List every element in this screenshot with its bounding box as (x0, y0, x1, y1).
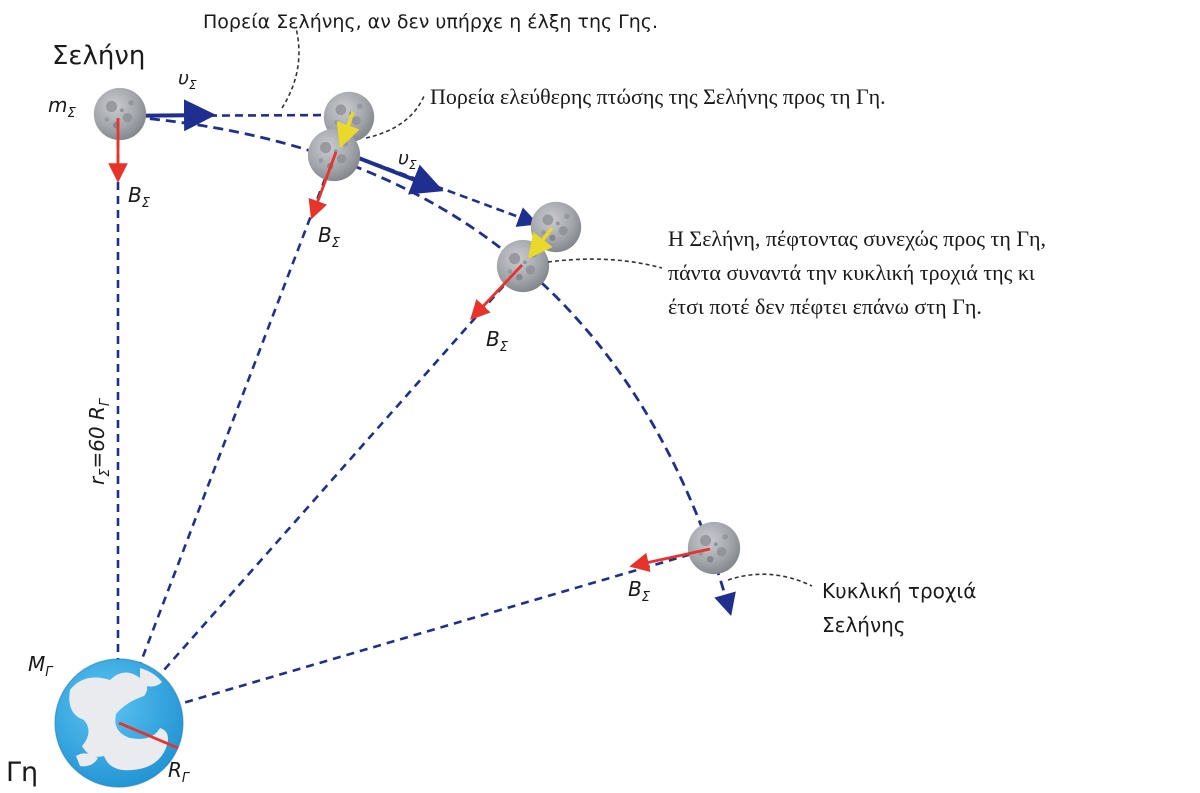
fall-arrow-2 (527, 226, 554, 259)
annotation-free-fall: Πορεία ελεύθερης πτώσης της Σελήνης προς… (430, 84, 886, 109)
annotation-explanation-2: πάντα συναντά την κυκλική τροχιά της κι (668, 260, 1035, 285)
radius-line-2 (116, 149, 338, 723)
orbit-arc (117, 114, 736, 617)
earth-radius-line (118, 721, 179, 750)
moon-title: Σελήνη (52, 41, 145, 71)
fall-arrow-1 (336, 111, 360, 149)
velocity-label-1: υΣ (178, 67, 197, 92)
leader-explanation (547, 258, 663, 269)
radius-line-3 (117, 264, 523, 723)
radius-line-4 (117, 546, 713, 724)
earth-radius-label: RΓ (168, 758, 191, 786)
annotation-explanation-1: Η Σελήνη, πέφτοντας συνεχώς προς τη Γη, (668, 226, 1046, 251)
leader-lines (281, 27, 813, 587)
annotation-explanation-3: έτσι ποτέ δεν πέφτει επάνω στη Γη. (668, 294, 982, 319)
annotation-orbit-1: Κυκλική τροχιά (822, 579, 976, 603)
leader-orbit (727, 573, 813, 587)
force-arrow-3 (470, 264, 524, 321)
velocity-label-2: υΣ (398, 147, 417, 172)
earth-clouds (69, 672, 168, 771)
annotation-no-gravity: Πορεία Σελήνης, αν δεν υπήρχε η έλξη της… (203, 11, 658, 33)
force-label-2: BΣ (318, 223, 341, 251)
force-label-4: BΣ (628, 577, 651, 605)
force-arrow-4 (629, 547, 711, 572)
tangent-path-1 (117, 104, 349, 126)
annotation-orbit-2: Σελήνης (822, 613, 906, 637)
leader-no-gravity (281, 27, 300, 109)
moon-position-4 (687, 521, 741, 575)
moon-position-1 (93, 87, 147, 141)
earth-title: Γη (6, 757, 38, 788)
radius-lines (116, 116, 713, 724)
distance-label: rΣ=60 RΓ (85, 397, 113, 485)
earth-mass-label: MΓ (28, 652, 54, 680)
moon-mass-label: mΣ (48, 93, 76, 121)
force-label-3: BΣ (486, 327, 509, 355)
leader-free-fall (365, 95, 425, 139)
force-arrow-2 (308, 151, 338, 220)
force-label-1: BΣ (128, 183, 151, 211)
